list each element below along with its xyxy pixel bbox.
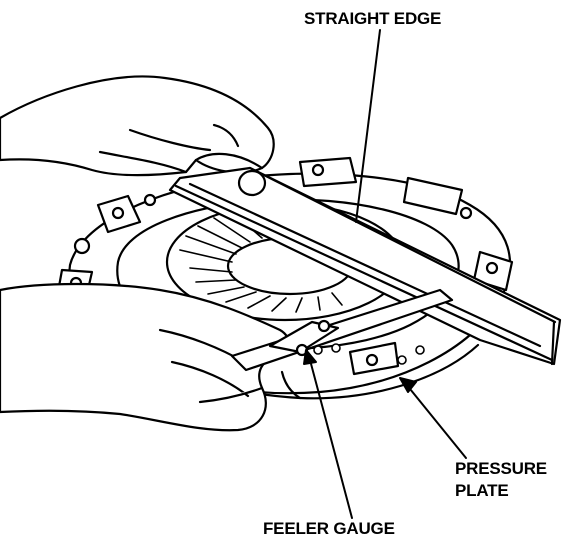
- pressure-plate-label-line-1: PRESSURE: [455, 459, 547, 478]
- pressure-plate-label-line-2: PLATE: [455, 481, 509, 500]
- mounting-lugs: [56, 156, 514, 376]
- leader-pressure-plate: [405, 383, 467, 459]
- feeler-gauge-blade: [230, 288, 454, 372]
- leader-straight-edge: [355, 29, 381, 223]
- feeler-gauge-label: FEELER GAUGE: [263, 519, 395, 538]
- straight-edge-label: STRAIGHT EDGE: [304, 9, 442, 28]
- lower-hand: [0, 282, 291, 432]
- arrow-pressure-plate: [399, 377, 417, 393]
- pressure-plate-label: PRESSURE PLATE: [455, 458, 547, 502]
- straight-edge-bar: [168, 166, 562, 366]
- leader-lines: [303, 29, 467, 519]
- arrow-feeler-gauge: [303, 349, 317, 365]
- leader-feeler-gauge: [309, 359, 353, 519]
- upper-hand: [0, 75, 275, 177]
- rim-bolt-holes: [313, 343, 425, 365]
